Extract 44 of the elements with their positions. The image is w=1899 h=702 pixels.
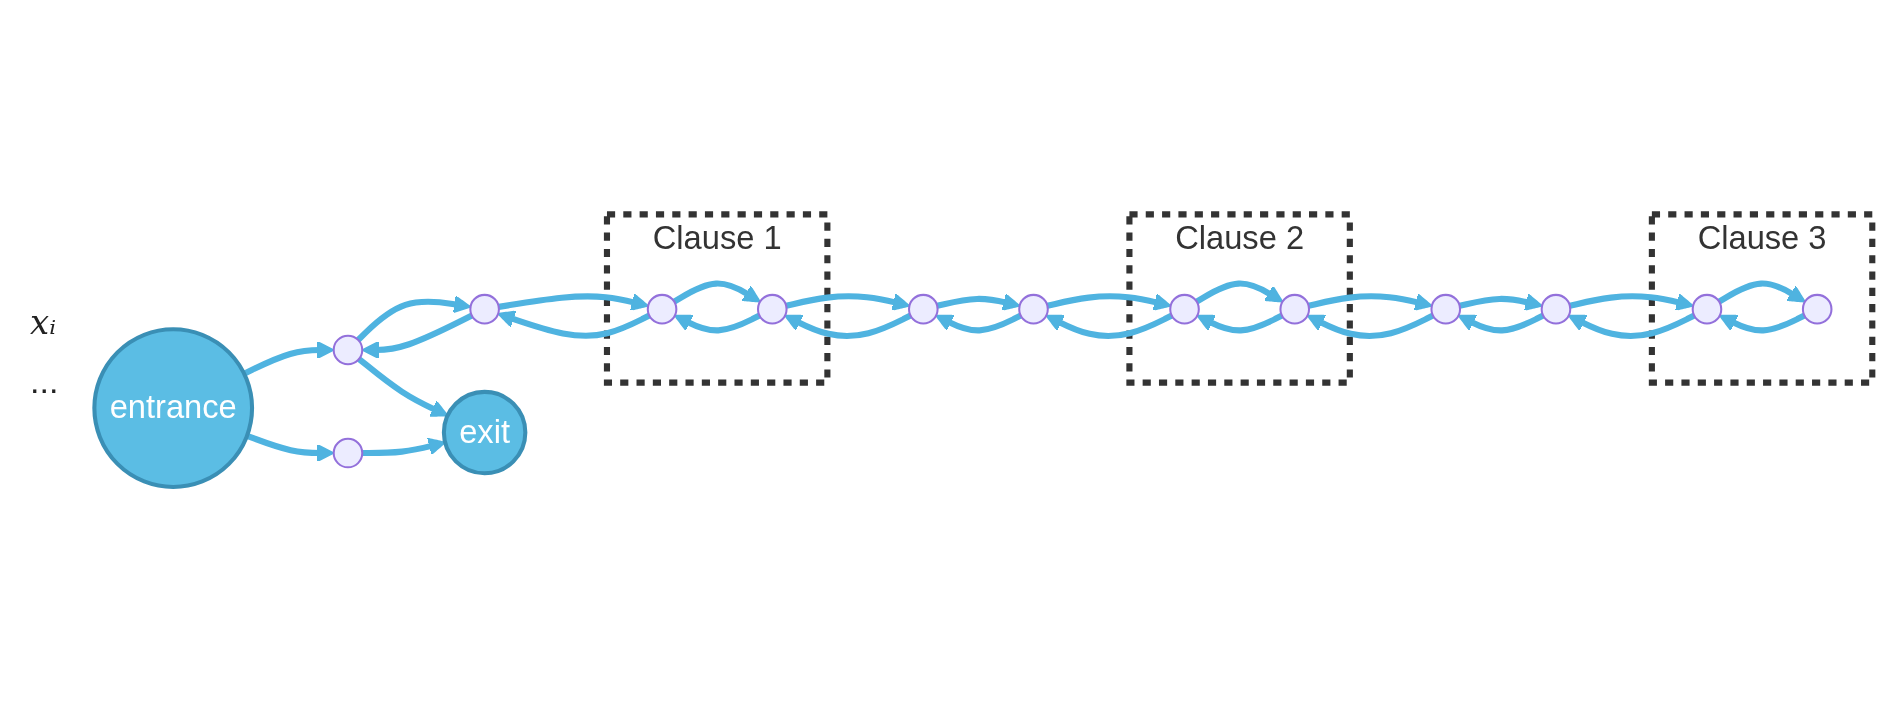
node-circle [647, 294, 678, 325]
node-circle [1430, 294, 1462, 325]
node-circle [1279, 294, 1311, 325]
arrow [356, 295, 472, 343]
node-circle: entrance [92, 327, 255, 490]
node-circle [757, 294, 788, 325]
arrow [1458, 313, 1545, 334]
node-circle [1169, 294, 1201, 325]
arrow [1195, 280, 1284, 305]
arrow [1045, 313, 1174, 340]
cluster: Clause 1 [604, 211, 831, 387]
arrow [497, 310, 651, 340]
node-circle [1692, 294, 1723, 325]
arrow [936, 293, 1021, 312]
arrow [243, 341, 335, 377]
arrow [1459, 293, 1544, 312]
node-circle [469, 294, 501, 325]
arrow [1196, 313, 1284, 334]
node-circle [908, 294, 939, 325]
arrow [785, 293, 911, 312]
cluster: Clause 2 [1126, 211, 1354, 387]
node-circle: exit [442, 390, 528, 476]
arrow [935, 313, 1023, 334]
arrow [674, 313, 762, 334]
arrow [357, 357, 449, 418]
node-circle [1802, 294, 1833, 325]
arrow [673, 280, 762, 305]
arrow [1569, 293, 1695, 312]
arrow [498, 293, 650, 312]
arrow [1307, 313, 1435, 340]
node-circle [1018, 294, 1050, 325]
variable-label: xᵢ [30, 301, 57, 342]
arrow [1568, 313, 1696, 340]
arrow [1308, 293, 1433, 312]
arrow [1717, 280, 1807, 305]
arrow [246, 433, 335, 463]
node-circle [1541, 294, 1572, 325]
arrow [784, 313, 913, 340]
node-circle [333, 335, 364, 366]
node-circle [333, 438, 364, 469]
arrow [1047, 293, 1172, 312]
cluster: Clause 3 [1649, 211, 1876, 387]
arrow [1719, 313, 1807, 334]
ellipsis-label: ... [30, 361, 59, 401]
